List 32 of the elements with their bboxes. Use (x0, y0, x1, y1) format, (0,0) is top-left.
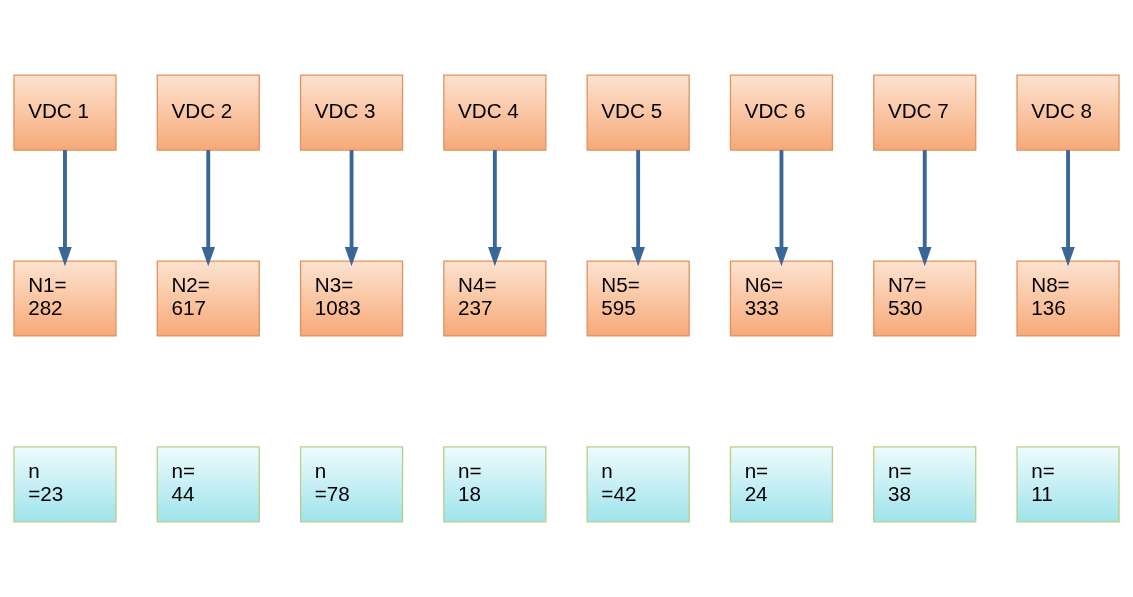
node-box: N6= 333 (729, 260, 834, 337)
arrow (631, 150, 645, 267)
arrow (917, 150, 932, 267)
node-box: VDC 8 (1016, 74, 1120, 151)
arrow (58, 150, 72, 267)
node-box: n= 38 (873, 446, 977, 523)
node-box: VDC 7 (873, 74, 977, 151)
node-box: VDC 1 (13, 74, 117, 151)
node-box: n =42 (586, 446, 690, 523)
node-box: N2= 617 (156, 260, 260, 337)
arrow (774, 150, 789, 267)
node-box: N7= 530 (873, 260, 977, 337)
node-box: n= 44 (156, 446, 260, 523)
arrow (488, 150, 502, 267)
node-box: N1= 282 (13, 260, 117, 337)
node-box: n =78 (299, 446, 404, 523)
node-box: N4= 237 (443, 260, 547, 337)
node-box: VDC 4 (443, 74, 547, 151)
node-box: VDC 6 (729, 74, 834, 151)
node-box: n= 11 (1016, 446, 1120, 523)
node-box: n =23 (13, 446, 117, 523)
arrow (201, 150, 216, 267)
arrow (344, 150, 359, 267)
node-box: VDC 3 (299, 74, 404, 151)
arrow (1061, 150, 1075, 267)
node-box: VDC 5 (586, 74, 690, 151)
node-box: VDC 2 (156, 74, 260, 151)
node-box: n= 24 (729, 446, 834, 523)
node-box: N5= 595 (586, 260, 690, 337)
node-box: N3= 1083 (299, 260, 404, 337)
node-box: N8= 136 (1016, 260, 1120, 337)
node-box: n= 18 (443, 446, 547, 523)
